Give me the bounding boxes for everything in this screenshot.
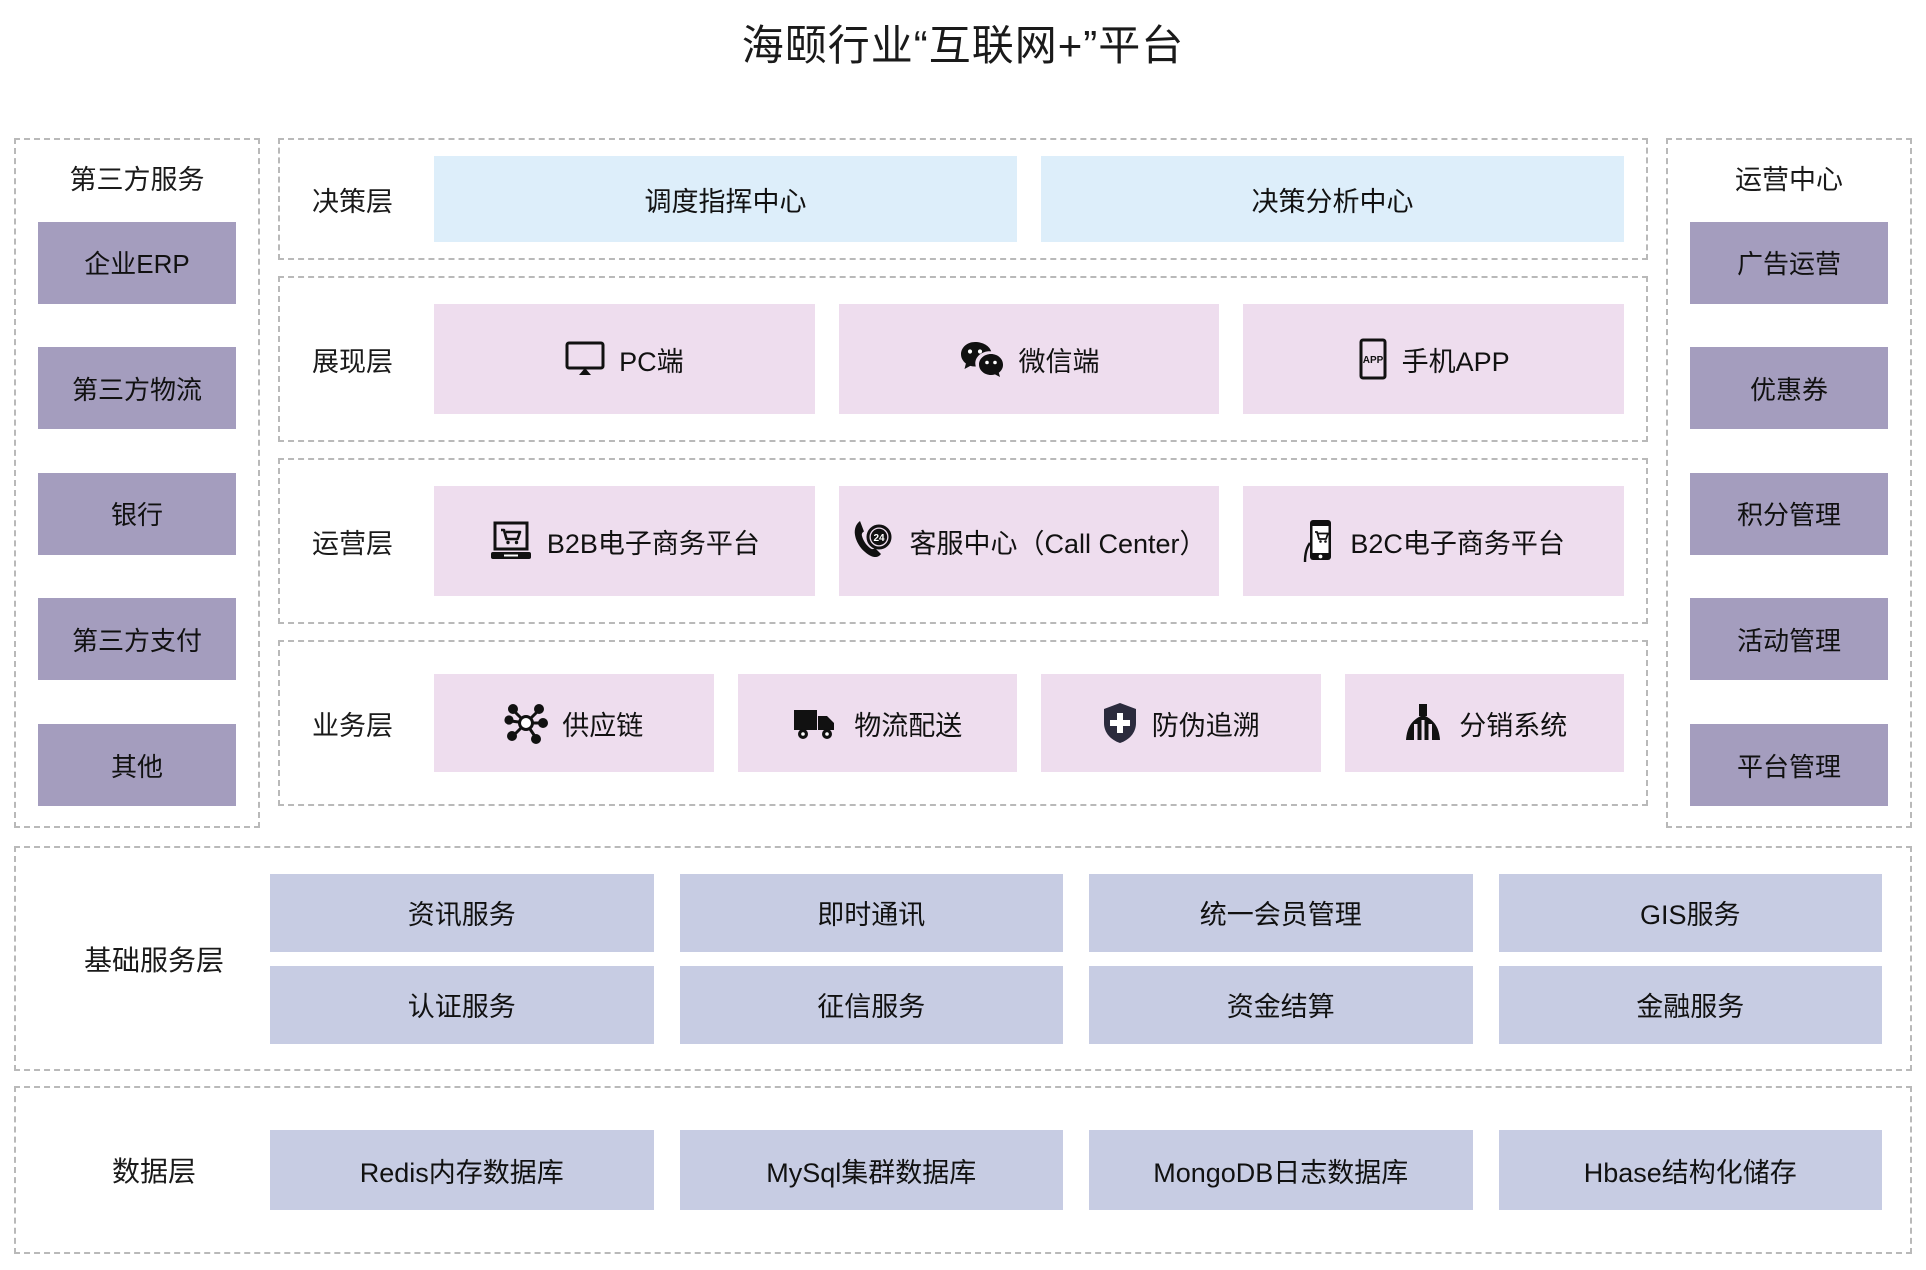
base-service-grid: 资讯服务 即时通讯 统一会员管理 GIS服务 认证服务 征信服务 资金结算 金融… bbox=[270, 873, 1888, 1044]
card-label: 防伪追溯 bbox=[1151, 710, 1260, 741]
shield-plus-icon bbox=[1102, 701, 1138, 745]
card-label: B2B电子商务平台 bbox=[546, 528, 760, 559]
data-item-redis[interactable]: Redis内存数据库 bbox=[270, 1130, 654, 1210]
third-party-services-list: 企业ERP 第三方物流 银行 第三方支付 其他 bbox=[38, 221, 236, 806]
card-distribution-system[interactable]: 分销系统 bbox=[1344, 674, 1624, 772]
data-item-hbase[interactable]: Hbase结构化储存 bbox=[1498, 1130, 1882, 1210]
card-label: 物流配送 bbox=[854, 710, 963, 741]
base-item-fund-settlement[interactable]: 资金结算 bbox=[1089, 965, 1473, 1044]
decision-layer-label: 决策层 bbox=[312, 186, 393, 217]
operation-item-coupon[interactable]: 优惠券 bbox=[1690, 347, 1888, 430]
base-item-member-mgmt[interactable]: 统一会员管理 bbox=[1089, 873, 1473, 952]
card-pc-client[interactable]: PC端 bbox=[434, 304, 815, 414]
data-item-mongodb[interactable]: MongoDB日志数据库 bbox=[1089, 1130, 1473, 1210]
card-mobile-app[interactable]: APP 手机APP bbox=[1243, 304, 1625, 414]
data-layer-grid: Redis内存数据库 MySql集群数据库 MongoDB日志数据库 Hbase… bbox=[270, 1130, 1888, 1210]
third-party-services-panel: 第三方服务 企业ERP 第三方物流 银行 第三方支付 其他 bbox=[14, 138, 260, 828]
card-dispatch-command-center[interactable]: 调度指挥中心 bbox=[434, 156, 1017, 242]
operation-layer-cards: B2B电子商务平台 24 客服中心（Call Center） bbox=[434, 486, 1625, 596]
third-party-item-other[interactable]: 其他 bbox=[38, 724, 236, 806]
third-party-item-bank[interactable]: 银行 bbox=[38, 472, 236, 555]
base-item-news-service[interactable]: 资讯服务 bbox=[270, 873, 654, 952]
network-hub-icon bbox=[504, 701, 549, 745]
base-item-instant-message[interactable]: 即时通讯 bbox=[679, 873, 1063, 952]
card-wechat-client[interactable]: 微信端 bbox=[838, 304, 1220, 414]
card-label: 客服中心（Call Center） bbox=[909, 528, 1207, 559]
operation-layer-label: 运营层 bbox=[312, 528, 393, 559]
third-party-item-erp[interactable]: 企业ERP bbox=[38, 221, 236, 304]
wechat-icon bbox=[959, 339, 1005, 379]
svg-text:APP: APP bbox=[1362, 355, 1383, 366]
operation-item-points[interactable]: 积分管理 bbox=[1690, 472, 1888, 555]
svg-text:24: 24 bbox=[874, 533, 886, 544]
decision-layer-cards: 调度指挥中心 决策分析中心 bbox=[434, 156, 1624, 242]
card-label: PC端 bbox=[619, 346, 684, 377]
distribution-tree-icon bbox=[1401, 702, 1445, 744]
operation-layer-band: 运营层 B2B电子 bbox=[278, 458, 1648, 624]
base-item-finance-service[interactable]: 金融服务 bbox=[1498, 965, 1882, 1044]
presentation-layer-label: 展现层 bbox=[312, 346, 393, 377]
card-anti-counterfeit-trace[interactable]: 防伪追溯 bbox=[1041, 674, 1321, 772]
third-party-services-title: 第三方服务 bbox=[69, 165, 205, 195]
operation-center-list: 广告运营 优惠券 积分管理 活动管理 平台管理 bbox=[1690, 221, 1888, 806]
operation-item-activity[interactable]: 活动管理 bbox=[1690, 598, 1888, 681]
card-label: B2C电子商务平台 bbox=[1350, 528, 1565, 559]
operation-center-title: 运营中心 bbox=[1735, 165, 1843, 195]
base-item-credit-service[interactable]: 征信服务 bbox=[679, 965, 1063, 1044]
card-decision-analysis-center[interactable]: 决策分析中心 bbox=[1041, 156, 1624, 242]
operation-center-panel: 运营中心 广告运营 优惠券 积分管理 活动管理 平台管理 bbox=[1666, 138, 1912, 828]
base-service-layer-label: 基础服务层 bbox=[83, 944, 224, 976]
page-title: 海颐行业“互联网+”平台 bbox=[741, 22, 1185, 69]
card-b2c-ecommerce-platform[interactable]: B2C电子商务平台 bbox=[1243, 486, 1625, 596]
top-region: 第三方服务 企业ERP 第三方物流 银行 第三方支付 其他 决策层 调度指挥中心 bbox=[14, 138, 1912, 828]
data-layer-region: 数据层 Redis内存数据库 MySql集群数据库 MongoDB日志数据库 H… bbox=[14, 1086, 1912, 1254]
monitor-icon bbox=[565, 340, 605, 378]
presentation-layer-band: 展现层 PC端 bbox=[278, 276, 1648, 442]
decision-layer-band: 决策层 调度指挥中心 决策分析中心 bbox=[278, 138, 1648, 260]
card-label: 手机APP bbox=[1401, 346, 1510, 377]
business-layer-cards: 供应链 物流配 bbox=[434, 674, 1624, 772]
card-label: 分销系统 bbox=[1459, 710, 1568, 741]
business-layer-band: 业务层 bbox=[278, 640, 1648, 806]
card-supply-chain[interactable]: 供应链 bbox=[434, 674, 714, 772]
mobile-cart-icon bbox=[1302, 518, 1336, 564]
card-b2b-ecommerce-platform[interactable]: B2B电子商务平台 bbox=[434, 486, 815, 596]
base-item-auth-service[interactable]: 认证服务 bbox=[270, 965, 654, 1044]
business-layer-label: 业务层 bbox=[312, 710, 393, 741]
card-call-center[interactable]: 24 客服中心（Call Center） bbox=[838, 486, 1220, 596]
base-item-gis-service[interactable]: GIS服务 bbox=[1498, 873, 1882, 952]
layer-stack: 决策层 调度指挥中心 决策分析中心 展现层 bbox=[278, 138, 1648, 828]
card-label: 决策分析中心 bbox=[1251, 186, 1414, 217]
card-label: 微信端 bbox=[1018, 346, 1100, 377]
operation-item-advertising[interactable]: 广告运营 bbox=[1690, 221, 1888, 304]
card-logistics-delivery[interactable]: 物流配送 bbox=[737, 674, 1017, 772]
base-service-layer-region: 基础服务层 资讯服务 即时通讯 统一会员管理 GIS服务 认证服务 征信服务 资… bbox=[14, 846, 1912, 1071]
card-label: 调度指挥中心 bbox=[644, 186, 807, 217]
third-party-item-payment[interactable]: 第三方支付 bbox=[38, 598, 236, 681]
third-party-item-logistics[interactable]: 第三方物流 bbox=[38, 347, 236, 430]
data-item-mysql[interactable]: MySql集群数据库 bbox=[679, 1130, 1063, 1210]
truck-icon bbox=[792, 705, 840, 741]
laptop-cart-icon bbox=[489, 520, 533, 562]
mobile-app-icon: APP bbox=[1358, 338, 1388, 380]
operation-item-platform[interactable]: 平台管理 bbox=[1690, 724, 1888, 806]
phone-24-icon: 24 bbox=[851, 519, 895, 563]
card-label: 供应链 bbox=[562, 710, 644, 741]
presentation-layer-cards: PC端 微信端 bbox=[434, 304, 1625, 414]
data-layer-label: 数据层 bbox=[111, 1156, 196, 1187]
